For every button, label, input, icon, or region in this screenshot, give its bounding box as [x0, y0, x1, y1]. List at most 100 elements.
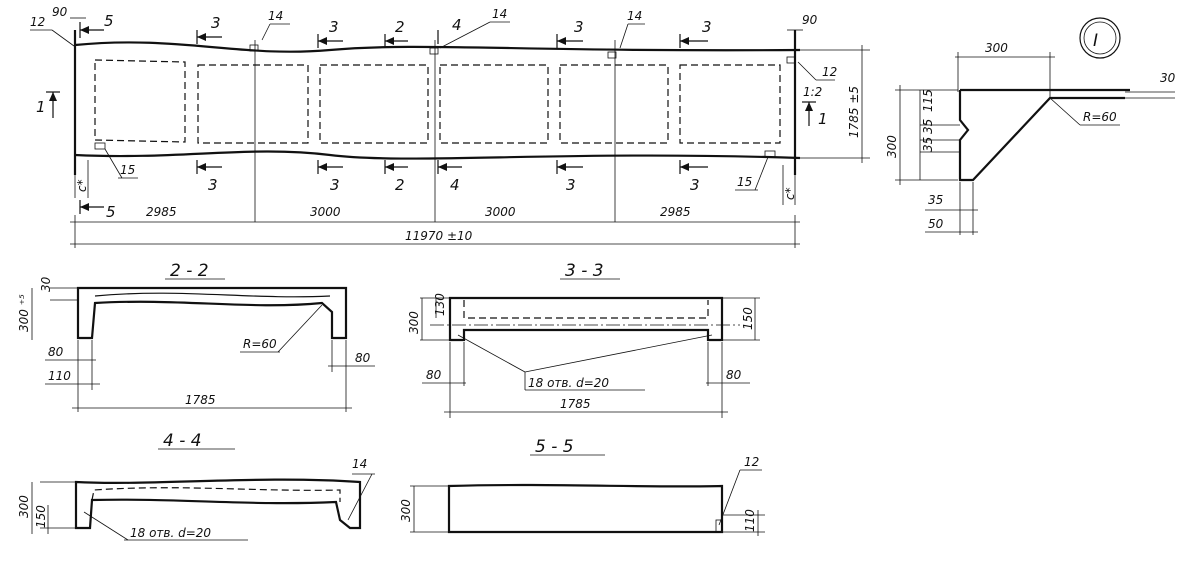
- section-mark-top-3: 2: [384, 18, 408, 48]
- callout-14-a: 14: [249, 9, 290, 52]
- svg-text:1: 1: [36, 98, 46, 116]
- svg-text:1:2: 1:2: [803, 85, 822, 99]
- svg-text:18 отв. d=20: 18 отв. d=20: [528, 376, 609, 390]
- section-mark-5-bottom: 5: [79, 200, 116, 221]
- callout-12-right: 12: [786, 56, 837, 81]
- svg-text:3: 3: [690, 176, 700, 194]
- svg-text:12: 12: [30, 15, 45, 29]
- svg-text:130: 130: [433, 293, 447, 316]
- svg-text:3000: 3000: [310, 205, 341, 219]
- svg-text:3: 3: [211, 14, 221, 32]
- svg-text:150: 150: [741, 307, 755, 330]
- svg-text:300: 300: [399, 499, 413, 522]
- svg-text:с*: с*: [75, 179, 89, 192]
- plan-bottom-edge: [74, 150, 801, 160]
- plan-cell-5: [559, 64, 669, 144]
- section-mark-top-5: 3: [556, 18, 584, 48]
- plan-cell-1: [94, 59, 186, 143]
- section-5-5: 5 - 5 300 110 12: [399, 437, 765, 536]
- plan-cell-2: [197, 64, 309, 144]
- svg-text:14: 14: [268, 9, 283, 23]
- svg-text:300 ⁺⁵: 300 ⁺⁵: [17, 294, 31, 332]
- svg-text:1785: 1785: [560, 397, 591, 411]
- section-mark-top-6: 3: [679, 18, 712, 48]
- svg-text:5: 5: [104, 12, 114, 30]
- plan-cell-6: [679, 64, 781, 144]
- svg-text:3: 3: [702, 18, 712, 36]
- svg-text:12: 12: [744, 455, 759, 469]
- callout-14-b: 14: [429, 7, 510, 55]
- svg-text:115: 115: [921, 89, 935, 112]
- svg-text:3: 3: [574, 18, 584, 36]
- svg-text:3: 3: [566, 176, 576, 194]
- svg-text:3000: 3000: [485, 205, 516, 219]
- section-mark-1-left: 1: [36, 91, 60, 118]
- svg-text:3: 3: [330, 176, 340, 194]
- svg-text:R=60: R=60: [243, 337, 277, 351]
- svg-text:15: 15: [120, 163, 135, 177]
- svg-text:110: 110: [743, 509, 757, 532]
- svg-text:150: 150: [34, 505, 48, 528]
- svg-text:300: 300: [885, 135, 899, 158]
- svg-text:11970 ±10: 11970 ±10: [405, 229, 473, 243]
- svg-text:90: 90: [52, 5, 68, 19]
- section-mark-1-right: 1 1:2: [802, 85, 828, 128]
- plan-cell-4: [439, 64, 549, 144]
- section-3-3: 3 - 3 300 130 150 18 отв. d=20 80 80 178…: [407, 261, 760, 418]
- svg-text:1785: 1785: [185, 393, 216, 407]
- svg-text:35: 35: [928, 193, 943, 207]
- svg-text:1: 1: [818, 110, 828, 128]
- section-mark-bottom-3: 2: [384, 160, 408, 194]
- svg-text:5 - 5: 5 - 5: [535, 437, 574, 457]
- section-mark-bottom-6: 3: [679, 160, 708, 194]
- plan-cell-3: [319, 64, 429, 144]
- section-mark-top-4: 4: [437, 16, 462, 44]
- svg-text:15: 15: [737, 175, 752, 189]
- svg-text:14: 14: [627, 9, 642, 23]
- plan-top-edge: [74, 41, 801, 53]
- svg-text:4 - 4: 4 - 4: [163, 431, 202, 451]
- dim-width: 1785 ±5: [800, 45, 870, 163]
- svg-text:80: 80: [726, 368, 742, 382]
- svg-text:14: 14: [492, 7, 507, 21]
- svg-text:300: 300: [407, 311, 421, 334]
- callout-15-left: 15: [94, 142, 138, 179]
- callout-12-left: 12: [30, 15, 75, 47]
- svg-text:30: 30: [39, 276, 53, 292]
- detail-I: I 30 300 R=60 300 115 35 35 35 50: [885, 17, 1176, 235]
- svg-text:3: 3: [208, 176, 218, 194]
- svg-text:R=60: R=60: [1083, 110, 1117, 124]
- svg-text:12: 12: [822, 65, 837, 79]
- svg-text:2: 2: [395, 176, 405, 194]
- dim-90-right: 90: [787, 13, 818, 31]
- svg-text:110: 110: [48, 369, 71, 383]
- svg-text:I: I: [1093, 31, 1098, 51]
- callout-14-c: 14: [607, 9, 645, 59]
- svg-text:3: 3: [329, 18, 339, 36]
- svg-text:4: 4: [450, 176, 460, 194]
- svg-text:300: 300: [17, 495, 31, 518]
- svg-text:35: 35: [921, 137, 935, 152]
- svg-text:2985: 2985: [660, 205, 691, 219]
- callout-15-right: 15: [735, 150, 776, 191]
- section-mark-top-2: 3: [317, 18, 343, 48]
- svg-text:с*: с*: [783, 187, 797, 200]
- section-mark-top-1: 3: [196, 14, 222, 44]
- plan-view: 3 3 2 4 3 3: [30, 5, 870, 248]
- svg-text:2: 2: [395, 18, 405, 36]
- svg-text:1785 ±5: 1785 ±5: [847, 86, 861, 138]
- dim-c-left: с*: [74, 160, 89, 198]
- section-2-2: 2 - 2 30 300 ⁺⁵ 80 110 R=60 80 1785: [17, 261, 375, 412]
- svg-text:4: 4: [452, 16, 462, 34]
- section-mark-bottom-5: 3: [556, 160, 583, 194]
- section-4-4: 4 - 4 300 150 18 отв. d=20 14: [17, 431, 375, 541]
- dim-chain: 2985 3000 3000 2985 11970 ±10: [70, 205, 800, 248]
- section-mark-bottom-1: 3: [196, 160, 222, 194]
- svg-text:2985: 2985: [146, 205, 177, 219]
- svg-text:30: 30: [1160, 71, 1176, 85]
- section-mark-bottom-4: 4: [437, 160, 462, 194]
- section-mark-5-top: 5 90: [52, 5, 114, 38]
- svg-text:80: 80: [355, 351, 371, 365]
- svg-text:35: 35: [921, 119, 935, 134]
